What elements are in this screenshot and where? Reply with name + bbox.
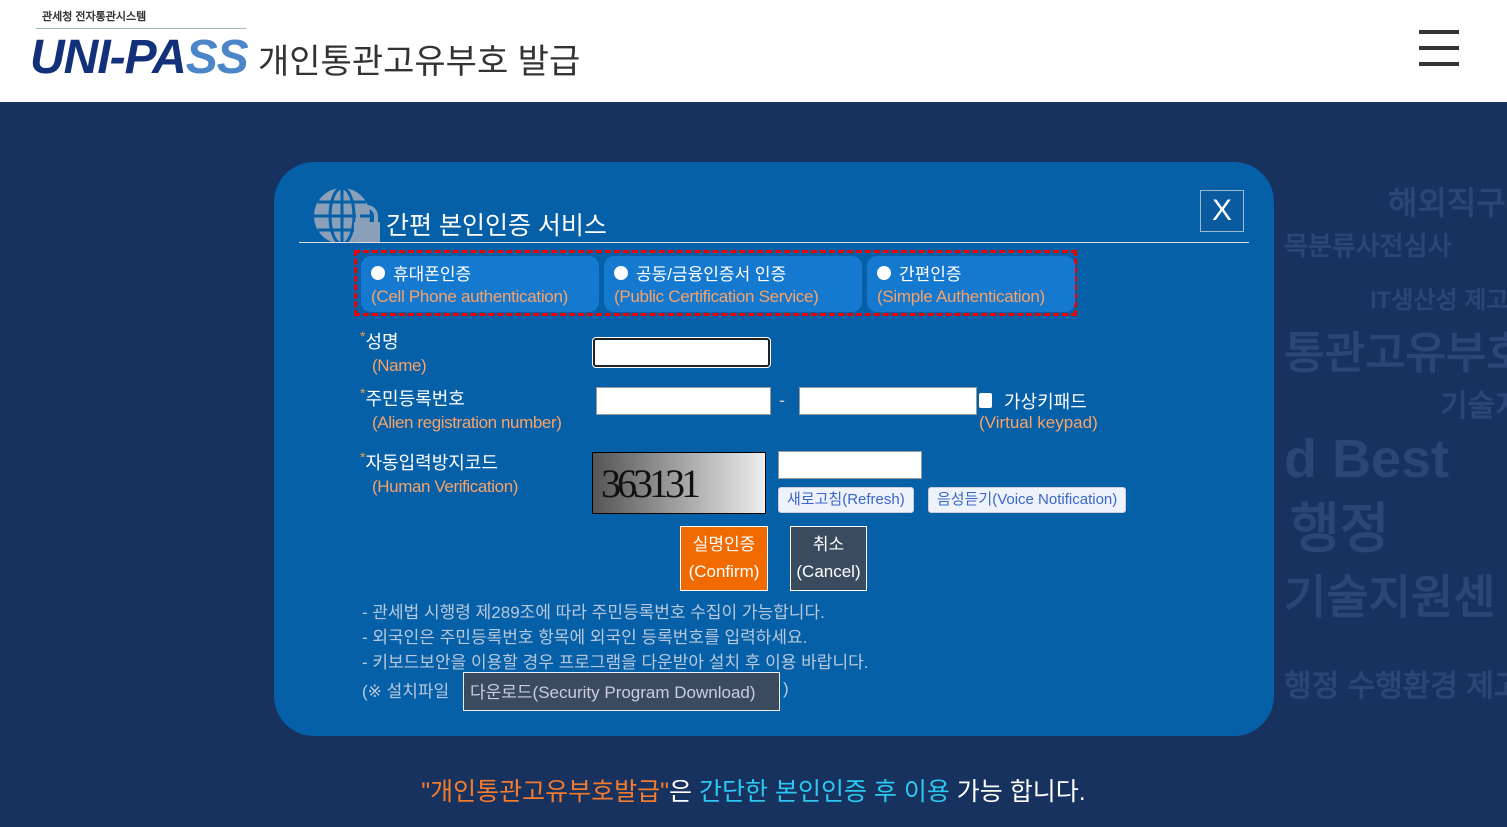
radio-button[interactable] <box>877 265 891 280</box>
virtual-keypad-checkbox[interactable] <box>979 393 992 408</box>
install-prefix: (※ 설치파일 <box>362 682 450 701</box>
logo-subtitle: 관세청 전자통관시스템 <box>42 11 147 23</box>
auth-options: 휴대폰인증 (Cell Phone authentication) 공동/금융인… <box>354 250 1077 316</box>
bg-watermark: IT생산성 제고 <box>1370 287 1507 314</box>
divider <box>299 242 1249 243</box>
reg-dash: - <box>779 390 785 410</box>
logo-brand: UNI-PASS <box>30 31 249 84</box>
bg-watermark: 목분류사전심사 <box>1284 231 1452 261</box>
refresh-button[interactable]: 새로고침(Refresh) <box>778 487 914 513</box>
captcha-label: *자동입력방지코드(Human Verification) <box>360 449 519 496</box>
download-button[interactable]: 다운로드(Security Program Download) <box>463 672 780 711</box>
bg-watermark: d Best <box>1284 429 1450 489</box>
footer-message: "개인통관고유부호발급"은 간단한 본인인증 후 이용 가능 합니다. <box>421 778 1086 806</box>
option-label: 휴대폰인증 <box>393 265 472 284</box>
option-public-certificate[interactable]: 공동/금융인증서 인증 (Public Certification Servic… <box>604 256 862 312</box>
bg-watermark: 행정 수행환경 제고 <box>1284 670 1507 703</box>
option-simple-auth[interactable]: 간편인증 (Simple Authentication) <box>867 256 1075 312</box>
notice-text: - 관세법 시행령 제289조에 따라 주민등록번호 수집이 가능합니다. <box>362 603 825 622</box>
bg-watermark: 해외직구 <box>1388 185 1506 221</box>
bg-watermark: 행정 <box>1290 499 1390 559</box>
option-sublabel: (Cell Phone authentication) <box>371 287 568 306</box>
modal-title: 간편 본인인증 서비스 <box>386 212 607 240</box>
unipass-logo[interactable]: 관세청 전자통관시스템 UNI-PASS <box>30 8 250 84</box>
captcha-input[interactable] <box>778 451 922 479</box>
radio-button[interactable] <box>371 265 385 280</box>
reg-number-first-input[interactable] <box>596 387 771 415</box>
name-input[interactable] <box>592 337 771 368</box>
reg-number-second-input[interactable] <box>799 387 977 415</box>
reg-number-label: *주민등록번호(Alien registration number) <box>360 385 562 432</box>
globe-lock-icon <box>314 186 380 242</box>
cancel-button[interactable]: 취소(Cancel) <box>790 526 867 591</box>
bg-watermark: 기술지 <box>1440 390 1507 423</box>
option-sublabel: (Simple Authentication) <box>877 287 1045 306</box>
header: 관세청 전자통관시스템 UNI-PASS 개인통관고유부호 발급 <box>0 0 1507 102</box>
option-label: 간편인증 <box>899 265 962 284</box>
bg-watermark: 기술지원센 <box>1284 571 1496 623</box>
radio-button[interactable] <box>614 265 628 280</box>
confirm-button[interactable]: 실명인증(Confirm) <box>680 526 768 591</box>
name-label: *성명(Name) <box>360 328 427 375</box>
notice-text: - 키보드보안을 이용할 경우 프로그램을 다운받아 설치 후 이용 바랍니다. <box>362 653 869 672</box>
option-cell-phone[interactable]: 휴대폰인증 (Cell Phone authentication) <box>361 256 599 312</box>
option-label: 공동/금융인증서 인증 <box>636 265 787 284</box>
option-sublabel: (Public Certification Service) <box>614 287 819 306</box>
captcha-image: 363131 <box>592 452 766 514</box>
voice-button[interactable]: 음성듣기(Voice Notification) <box>928 487 1127 513</box>
virtual-keypad-label: 가상키패드 <box>1004 392 1087 412</box>
install-suffix: ) <box>783 679 789 698</box>
notice-text: - 외국인은 주민등록번호 항목에 외국인 등록번호를 입력하세요. <box>362 628 808 647</box>
hamburger-icon[interactable] <box>1419 30 1459 70</box>
bg-watermark: 통관고유부호 <box>1284 329 1507 378</box>
logo-line <box>36 28 246 29</box>
page-title: 개인통관고유부호 발급 <box>258 43 581 81</box>
virtual-keypad-sublabel: (Virtual keypad) <box>979 413 1098 432</box>
close-button[interactable]: X <box>1200 190 1244 232</box>
auth-modal: 간편 본인인증 서비스 X 휴대폰인증 (Cell Phone authenti… <box>274 162 1274 736</box>
